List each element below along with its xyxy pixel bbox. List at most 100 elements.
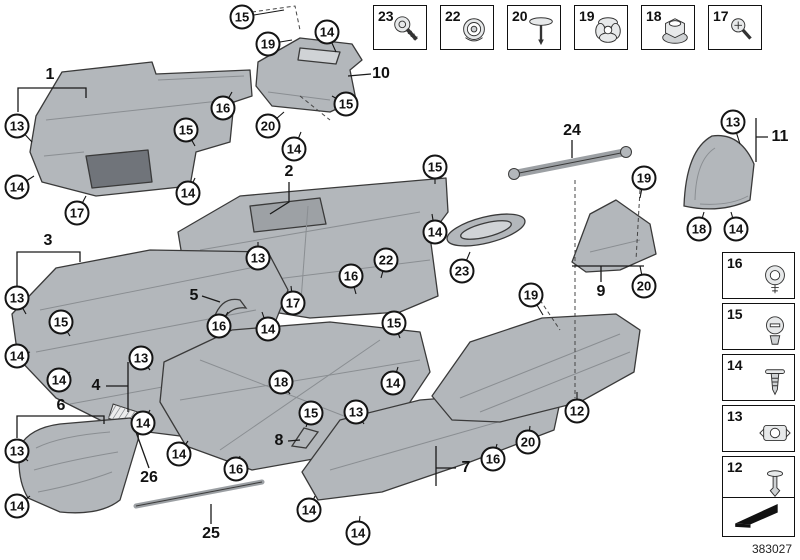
part-label-26[interactable]: 26	[140, 469, 158, 486]
callout-14[interactable]: 14	[166, 441, 192, 467]
callout-14[interactable]: 14	[4, 343, 30, 369]
legend-item-19[interactable]: 19	[574, 5, 628, 50]
legend-item-13[interactable]: 13	[722, 405, 795, 452]
legend-item-15[interactable]: 15	[722, 303, 795, 350]
callout-13[interactable]: 13	[245, 245, 271, 271]
bracket-8	[290, 427, 320, 449]
front-direction-wedge-icon	[727, 498, 791, 537]
legend-item-18[interactable]: 18	[641, 5, 695, 50]
callout-16[interactable]: 16	[210, 95, 236, 121]
callout-14[interactable]: 14	[422, 219, 448, 245]
callout-13[interactable]: 13	[4, 438, 30, 464]
legend-item-22[interactable]: 22	[440, 5, 494, 50]
legend-number: 18	[646, 8, 662, 24]
callout-14[interactable]: 14	[345, 520, 371, 546]
legend-number: 17	[713, 8, 729, 24]
callout-14[interactable]: 14	[281, 136, 307, 162]
direction-wedge-box	[722, 497, 795, 537]
label-brackets	[16, 73, 768, 524]
callout-14[interactable]: 14	[723, 216, 749, 242]
callout-15[interactable]: 15	[422, 154, 448, 180]
callout-19[interactable]: 19	[518, 282, 544, 308]
callout-14[interactable]: 14	[380, 370, 406, 396]
legend-item-14[interactable]: 14	[722, 354, 795, 401]
callout-20[interactable]: 20	[631, 273, 657, 299]
part-label-7[interactable]: 7	[461, 459, 471, 476]
callout-15[interactable]: 15	[298, 400, 324, 426]
callout-15[interactable]: 15	[48, 309, 74, 335]
callout-14[interactable]: 14	[4, 174, 30, 200]
callout-14[interactable]: 14	[314, 19, 340, 45]
part-label-25[interactable]: 25	[202, 525, 220, 542]
callout-16[interactable]: 16	[338, 263, 364, 289]
push-pin-icon	[758, 467, 792, 501]
callout-13[interactable]: 13	[4, 113, 30, 139]
shield-6	[18, 417, 139, 514]
part-label-2[interactable]: 2	[284, 163, 294, 180]
part-label-9[interactable]: 9	[596, 283, 606, 300]
callout-23[interactable]: 23	[449, 258, 475, 284]
legend-number: 13	[727, 408, 743, 424]
callout-14[interactable]: 14	[46, 367, 72, 393]
callout-16[interactable]: 16	[480, 446, 506, 472]
callout-13[interactable]: 13	[343, 399, 369, 425]
flange-nut-icon	[658, 14, 692, 48]
callout-16[interactable]: 16	[206, 313, 232, 339]
callout-13[interactable]: 13	[128, 345, 154, 371]
callout-12[interactable]: 12	[564, 398, 590, 424]
callout-20[interactable]: 20	[255, 113, 281, 139]
plate-21	[446, 213, 526, 247]
callout-13[interactable]: 13	[4, 285, 30, 311]
part-label-4[interactable]: 4	[91, 377, 101, 394]
callout-15[interactable]: 15	[381, 310, 407, 336]
callout-15[interactable]: 15	[229, 4, 255, 30]
legend-item-23[interactable]: 23	[373, 5, 427, 50]
callout-19[interactable]: 19	[631, 165, 657, 191]
part-label-6[interactable]: 6	[56, 397, 66, 414]
callout-15[interactable]: 15	[333, 91, 359, 117]
callout-15[interactable]: 15	[173, 117, 199, 143]
part-label-8[interactable]: 8	[274, 432, 284, 449]
legend-item-20[interactable]: 20	[507, 5, 561, 50]
callout-14[interactable]: 14	[296, 497, 322, 523]
diagram-number: 383027	[751, 542, 792, 556]
legend-item-17[interactable]: 17	[708, 5, 762, 50]
panel-12	[431, 313, 641, 423]
callout-18[interactable]: 18	[686, 216, 712, 242]
part-label-5[interactable]: 5	[189, 287, 199, 304]
callout-17[interactable]: 17	[280, 290, 306, 316]
part-label-11[interactable]: 11	[771, 128, 789, 145]
callout-19[interactable]: 19	[255, 31, 281, 57]
part-label-1[interactable]: 1	[45, 66, 55, 83]
legend-number: 15	[727, 306, 743, 322]
strut-24	[508, 146, 632, 180]
callout-14[interactable]: 14	[130, 410, 156, 436]
legend-number: 19	[579, 8, 595, 24]
construction-lines	[251, 5, 641, 398]
callout-16[interactable]: 16	[223, 456, 249, 482]
expanding-rivet-icon	[758, 314, 792, 348]
callout-14[interactable]: 14	[4, 493, 30, 519]
callout-22[interactable]: 22	[373, 247, 399, 273]
legend-number: 14	[727, 357, 743, 373]
arch-panel-11	[683, 134, 755, 210]
callout-13[interactable]: 13	[720, 109, 746, 135]
callout-17[interactable]: 17	[64, 200, 90, 226]
callout-14[interactable]: 14	[255, 316, 281, 342]
panel-10	[255, 37, 363, 113]
panel-1	[29, 61, 253, 197]
callout-14[interactable]: 14	[175, 180, 201, 206]
pan-screw-icon	[725, 14, 759, 48]
part-label-3[interactable]: 3	[43, 232, 53, 249]
ribbed-rivet-icon	[758, 365, 792, 399]
part-label-10[interactable]: 10	[372, 65, 390, 82]
legend-number: 12	[727, 459, 743, 475]
legend-number: 22	[445, 8, 461, 24]
legend-item-16[interactable]: 16	[722, 252, 795, 299]
part-label-24[interactable]: 24	[563, 122, 581, 139]
callout-20[interactable]: 20	[515, 429, 541, 455]
legend-item-12[interactable]: 12	[722, 456, 795, 503]
bracket-9	[571, 199, 657, 273]
callout-18[interactable]: 18	[268, 369, 294, 395]
